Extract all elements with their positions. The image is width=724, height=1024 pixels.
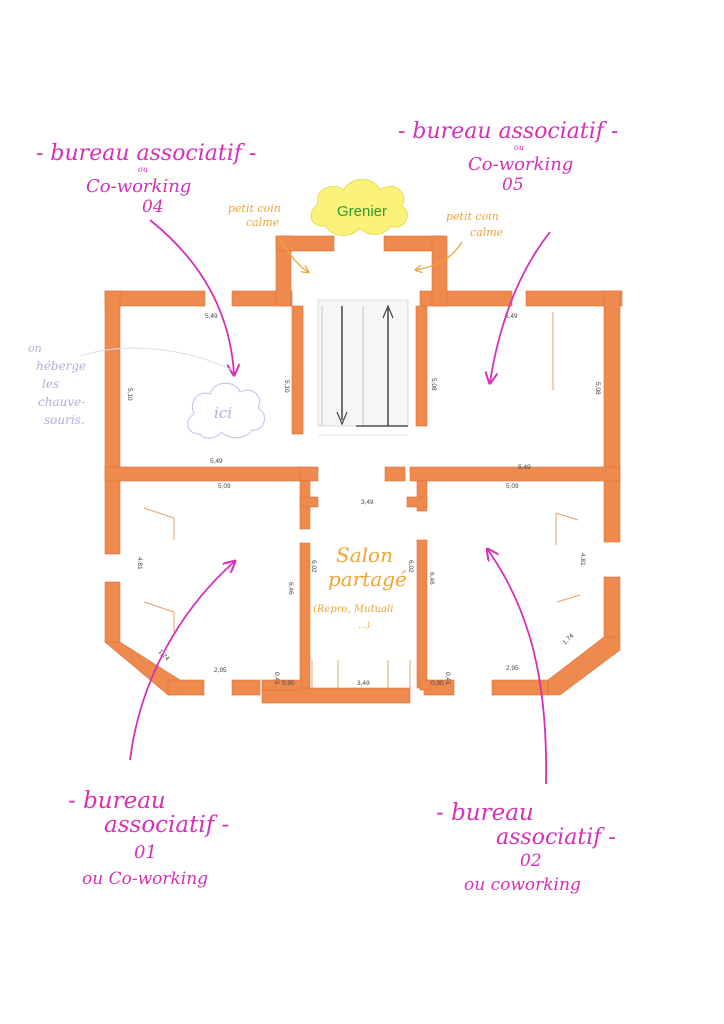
dim-center-bottom: 3,49 xyxy=(357,680,370,687)
label-05-num: 05 xyxy=(502,175,524,195)
salon-line2: partagé xyxy=(328,567,407,591)
label-05-or: ou xyxy=(514,143,524,152)
label-04-sub: Co-working xyxy=(86,176,191,197)
dim-bl-bottom: 2,95 xyxy=(214,667,227,674)
grenier-label: Grenier xyxy=(337,203,387,220)
label-office-05: - bureau associatif - ou Co-working 05 xyxy=(398,119,618,195)
bats-line4: chauve- xyxy=(38,395,85,409)
dim-center-right: 6,02 xyxy=(407,560,414,573)
grenier-cloud: Grenier xyxy=(310,179,408,236)
bats-line2: héberge xyxy=(36,359,86,373)
dim-br-bottom: 2,95 xyxy=(506,665,519,672)
dim-bl-left: 4,81 xyxy=(136,557,143,570)
dim-br-corner: 1,74 xyxy=(561,632,575,646)
label-01-line1: - bureau xyxy=(68,788,166,814)
dim-center-top: 3,49 xyxy=(361,499,374,506)
dim-tl-right: 5,10 xyxy=(283,380,290,393)
quiet-left-line1: petit coin xyxy=(228,202,281,215)
label-quiet-corner-left: petit coin calme xyxy=(228,202,281,229)
label-shared-lounge: Salon partagé (Repro, Mutuali ...) xyxy=(313,543,407,631)
label-quiet-corner-right: petit coin calme xyxy=(446,210,504,239)
dim-tr-left: 5,08 xyxy=(430,378,437,391)
bats-line5: souris. xyxy=(44,413,85,427)
staircase xyxy=(317,299,409,436)
dim-center-left: 6,02 xyxy=(310,560,317,573)
dim-br-door-a: 0,41 xyxy=(444,672,451,685)
dim-br-left: 6,46 xyxy=(428,572,435,585)
label-office-04: - bureau associatif - ou Co-working 04 xyxy=(36,141,256,217)
salon-line1: Salon xyxy=(336,543,393,567)
dim-br-door-b: 0,90 xyxy=(431,680,444,687)
dim-tr-bottom: 5,49 xyxy=(518,464,531,471)
dim-bl-door-b: 0,90 xyxy=(282,680,295,687)
dim-tl-top: 5,49 xyxy=(205,313,218,320)
ici-cloud: ici xyxy=(187,382,266,439)
dim-tr-right: 5,08 xyxy=(594,382,601,395)
dim-bl-right: 6,46 xyxy=(287,582,294,595)
label-office-01: - bureau associatif - 01 ou Co-working xyxy=(68,788,229,889)
label-office-02: - bureau associatif - 02 ou coworking xyxy=(436,800,616,895)
bats-line1: on xyxy=(28,342,42,355)
dim-bl-top: 5,09 xyxy=(218,483,231,490)
dim-tl-left: 5,10 xyxy=(126,388,133,401)
label-01-line2: associatif - xyxy=(104,812,229,838)
label-02-sub: ou coworking xyxy=(464,875,581,895)
label-02-line2: associatif - xyxy=(496,825,616,850)
dim-tl-bottom: 5,49 xyxy=(210,458,223,465)
ici-label: ici xyxy=(214,404,232,422)
dimensions: 5,49 5,49 5,10 5,10 5,49 5,49 5,08 5,08 … xyxy=(126,313,601,687)
salon-line3: (Repro, Mutuali xyxy=(313,604,393,615)
dim-tr-top: 5,49 xyxy=(505,313,518,320)
label-02-num: 02 xyxy=(520,851,542,871)
label-05-title: - bureau associatif - xyxy=(398,119,618,144)
bats-line3: les xyxy=(42,377,59,391)
quiet-right-line1: petit coin xyxy=(446,210,499,223)
quiet-right-line2: calme xyxy=(470,226,504,239)
salon-line4: ...) xyxy=(358,620,371,631)
label-04-or: ou xyxy=(138,165,148,174)
quiet-left-line2: calme xyxy=(246,216,280,229)
label-01-sub: ou Co-working xyxy=(82,869,208,889)
label-01-num: 01 xyxy=(134,842,157,863)
walls xyxy=(104,235,623,704)
label-04-num: 04 xyxy=(142,197,164,217)
dim-br-right: 4,81 xyxy=(579,553,586,566)
dim-bl-door-a: 0,41 xyxy=(273,672,280,685)
label-bats: on héberge les chauve- souris. xyxy=(28,342,86,427)
label-05-sub: Co-working xyxy=(468,154,573,175)
label-02-line1: - bureau xyxy=(436,800,534,826)
label-04-title: - bureau associatif - xyxy=(36,141,256,166)
door-lines xyxy=(143,312,581,688)
dim-br-top: 5,09 xyxy=(506,483,519,490)
